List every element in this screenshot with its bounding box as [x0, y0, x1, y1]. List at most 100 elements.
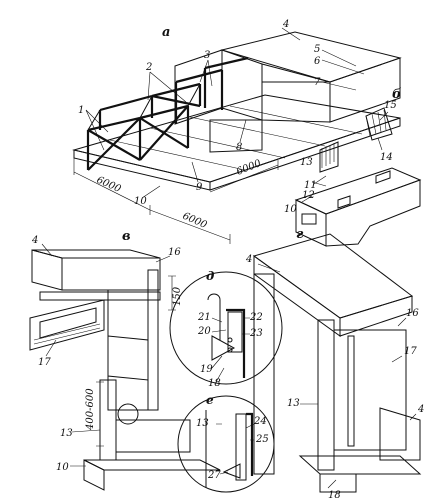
- wall-panel-16: [107, 289, 149, 411]
- inner-cladding: [347, 335, 355, 447]
- panel-label-g: г: [296, 227, 304, 242]
- base-18: [319, 473, 357, 493]
- label-13e: 13: [196, 418, 209, 429]
- steel-frames: [86, 56, 249, 171]
- label-6: 6: [314, 56, 321, 67]
- floor-joints: [109, 105, 363, 171]
- label-2: 2: [145, 62, 152, 73]
- panel-g-corner-section: г 4 16 17 13 4 18: [245, 227, 424, 500]
- lower-panel: [209, 119, 263, 153]
- angle-25: [246, 412, 254, 476]
- hook-21: [207, 293, 221, 340]
- label-9: 9: [196, 182, 203, 193]
- detail-e-circle: [177, 395, 275, 493]
- detail-d-circle: [169, 271, 283, 385]
- label-1: 1: [78, 105, 84, 116]
- label-24: 24: [253, 416, 267, 427]
- panel-label-e: е: [206, 393, 214, 407]
- roof-top: [220, 31, 402, 83]
- rebar-bracket-15: [365, 107, 393, 141]
- label-4: 4: [282, 19, 289, 30]
- panel-b-beam-detail: б 13 11 12 10 14 15: [284, 87, 422, 247]
- diagonal-panel: [107, 335, 149, 381]
- label-20: 20: [197, 326, 211, 337]
- window-unit-17: [29, 299, 105, 351]
- label-4v: 4: [31, 235, 38, 246]
- floor-slab-side: [209, 117, 401, 191]
- roof-edge: [261, 63, 331, 83]
- label-10b: 10: [284, 204, 297, 215]
- label-10a: 10: [134, 196, 147, 207]
- dim-6000-a: 6000: [95, 175, 123, 196]
- label-21: 21: [197, 312, 211, 323]
- roof-slab-side: [61, 257, 161, 291]
- column-13g: [317, 319, 335, 471]
- wall-panel-front: [261, 81, 331, 123]
- label-4g2: 4: [417, 404, 424, 415]
- roof-slab-end: [31, 249, 63, 291]
- wall-panel-17: [333, 329, 407, 451]
- label-13b: 13: [300, 157, 313, 168]
- insulation-layer: [39, 291, 161, 301]
- corner-base: [298, 455, 422, 475]
- label-18g: 18: [328, 490, 341, 500]
- label-27: 27: [207, 470, 221, 481]
- label-15: 15: [384, 100, 397, 111]
- panel-label-d: д: [206, 269, 214, 283]
- dim-400-600: 400-600: [85, 388, 96, 431]
- dim-line-400: [96, 381, 104, 447]
- label-14: 14: [380, 152, 393, 163]
- corner-slab-4: [379, 407, 421, 461]
- label-13g: 13: [287, 398, 300, 409]
- label-5: 5: [314, 44, 320, 55]
- label-16g: 16: [406, 308, 419, 319]
- label-18d: 18: [208, 378, 221, 389]
- base-10: [83, 459, 105, 491]
- label-22: 22: [249, 312, 263, 323]
- detail-d: д 21 20 22 23 19 18: [169, 269, 283, 389]
- corner-roof-front: [253, 255, 341, 337]
- label-11: 11: [304, 180, 317, 191]
- dim-150: 150: [172, 286, 183, 306]
- detail-e: е 13 24 25 27: [177, 393, 275, 493]
- bolt-27: [222, 463, 241, 479]
- beam-pocket: [301, 213, 317, 225]
- label-13v: 13: [60, 428, 73, 439]
- base-plate: [83, 459, 221, 471]
- bracket-23: [227, 311, 243, 353]
- label-4g: 4: [245, 254, 252, 265]
- label-23: 23: [249, 328, 263, 339]
- dim-line-3: [209, 160, 279, 193]
- panel-label-b: б: [392, 87, 402, 102]
- label-7: 7: [314, 77, 321, 88]
- label-17g: 17: [404, 346, 417, 357]
- dim-line-150: [168, 275, 176, 311]
- dim-line-2: [149, 209, 231, 244]
- panel-label-v: в: [122, 229, 131, 244]
- foundation-block: [115, 419, 191, 453]
- label-10v: 10: [56, 462, 69, 473]
- label-19: 19: [200, 364, 213, 375]
- beam-side: [325, 179, 421, 247]
- embedded-plate-2: [375, 170, 391, 184]
- dim-6000-b: 6000: [181, 211, 209, 232]
- label-16v: 16: [168, 247, 181, 258]
- dim-6000-c: 6000: [235, 158, 263, 178]
- label-12: 12: [302, 190, 315, 201]
- embedded-plate-1: [337, 195, 351, 209]
- panel-a-building: 6000 6000 6000 а 1 2 3 4 5 6 7 8 9 10: [72, 19, 402, 244]
- panel-24: [235, 413, 247, 481]
- cladding: [147, 269, 159, 411]
- label-25: 25: [255, 434, 269, 445]
- detail-circle: [117, 403, 139, 425]
- rebar-bracket-13: [319, 141, 339, 173]
- angle-22: [226, 308, 246, 378]
- label-8: 8: [236, 142, 242, 153]
- label-3: 3: [204, 50, 210, 61]
- panel-v-wall-section: в 150 400-600 4 16 17 13 10: [29, 229, 221, 491]
- panel-label-a: а: [162, 25, 170, 40]
- plate-19: [211, 335, 236, 361]
- roof-slab-top: [31, 249, 161, 259]
- label-17v: 17: [38, 357, 51, 368]
